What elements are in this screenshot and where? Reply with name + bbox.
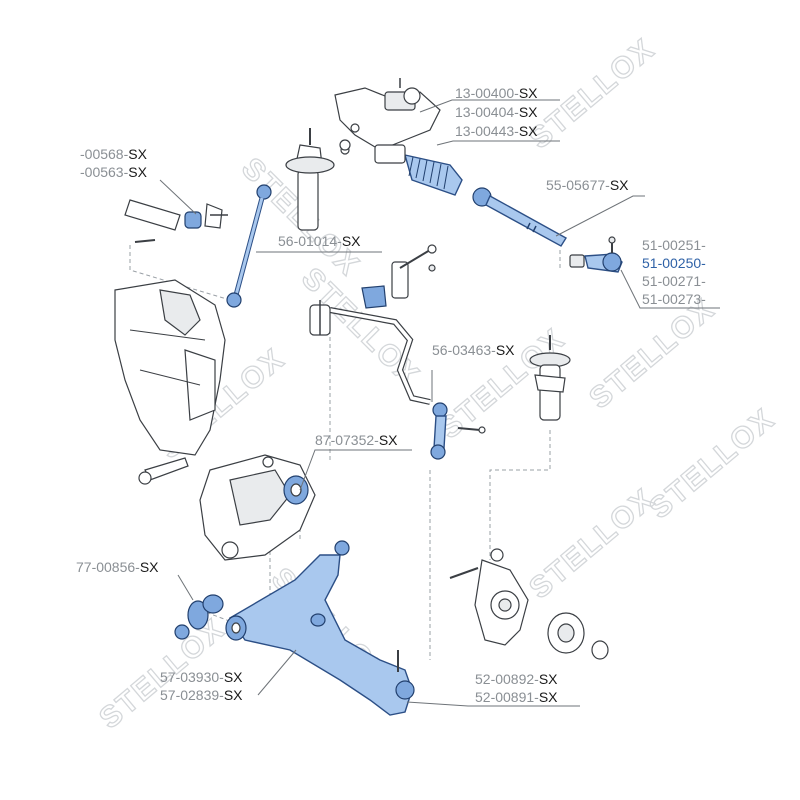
watermark: STELLOX [523, 32, 661, 155]
part-number-label: 57-02839-SX [160, 687, 243, 703]
control-arm [225, 540, 415, 716]
part-number-label: 52-00891-SX [475, 689, 558, 705]
part-number-label: 56-01014-SX [278, 233, 361, 249]
part-number-label: 56-03463-SX [432, 342, 515, 358]
part-number-label: 77-00856-SX [76, 559, 159, 575]
stabilizer-bar [309, 300, 431, 405]
strut-left [285, 128, 351, 231]
part-callouts: 13-00400-SX 13-00404-SX 13-00443-SX -005… [76, 85, 706, 705]
part-number-label: 51-00273- [642, 291, 706, 307]
stabilizer-bushing [361, 244, 437, 309]
stabilizer-link-right [430, 402, 486, 460]
part-number-label: 13-00443-SX [455, 123, 538, 139]
steering-knuckle [449, 548, 529, 646]
watermark: STELLOX [523, 482, 661, 605]
part-number-label: -00568-SX [80, 146, 148, 162]
part-number-label: 13-00404-SX [455, 104, 538, 120]
strut-right [529, 335, 571, 421]
part-number-label: 13-00400-SX [455, 85, 538, 101]
tie-rod-end [569, 236, 623, 273]
part-number-label: -00563-SX [80, 164, 148, 180]
part-number-label: 55-05677-SX [546, 177, 629, 193]
part-number-label: 87-07352-SX [315, 432, 398, 448]
part-number-label: 52-00892-SX [475, 671, 558, 687]
watermark: STELLOX [583, 292, 721, 415]
engine-mount-bracket [199, 454, 316, 561]
part-number-label-highlighted: 51-00250- [642, 255, 706, 271]
steering-rack [334, 78, 463, 196]
leader-lines [159, 99, 720, 707]
wheel-hub [547, 612, 609, 660]
subframe-body [114, 279, 226, 485]
inner-tie-rod [472, 187, 567, 247]
stabilizer-link-left [226, 184, 272, 308]
control-arm-bushings [174, 594, 224, 640]
watermark: STELLOX [643, 402, 781, 525]
subframe-clamp-left [124, 199, 228, 243]
part-number-label: 51-00271- [642, 273, 706, 289]
part-number-label: 57-03930-SX [160, 669, 243, 685]
part-number-label: 51-00251- [642, 237, 706, 253]
